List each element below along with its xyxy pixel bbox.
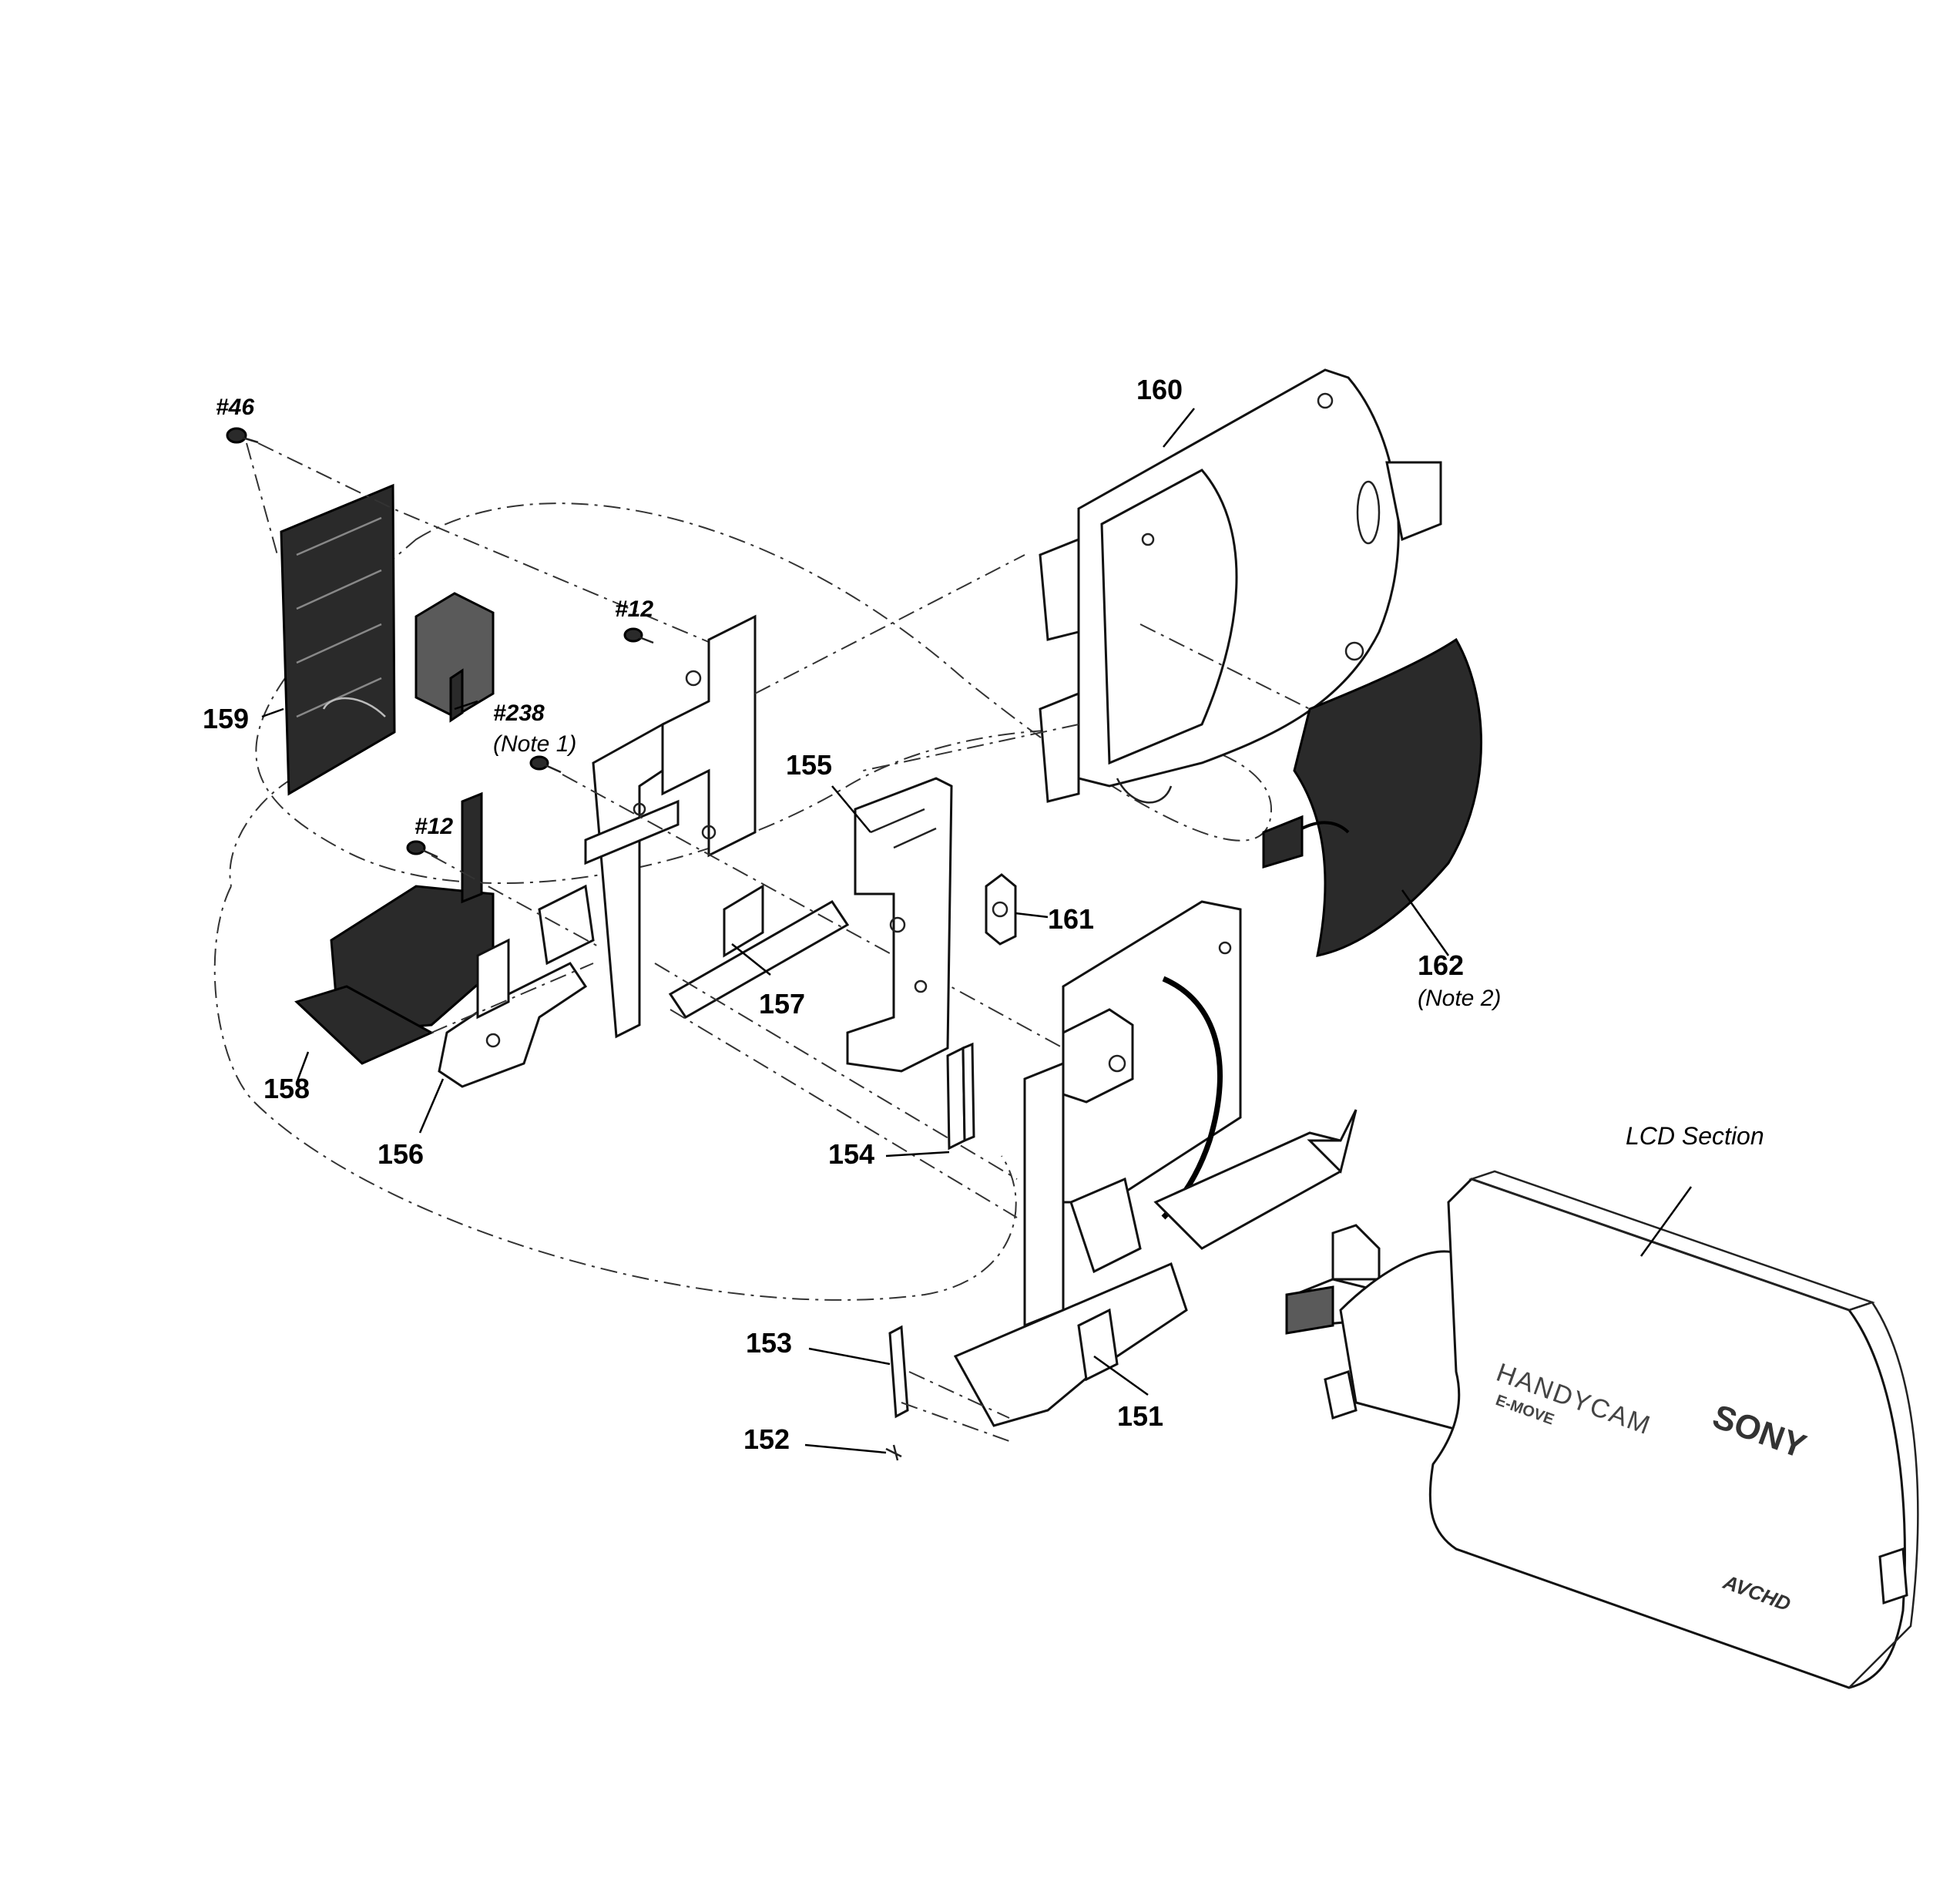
- leader-160: [1163, 408, 1195, 448]
- leader-151: [1093, 1355, 1149, 1396]
- screw-46-icon: [226, 427, 259, 444]
- part-159-shield: [414, 592, 495, 723]
- group-boundary-loop: [213, 502, 1273, 1301]
- label-154: 154: [828, 1138, 874, 1170]
- lcd-section: SONY HANDYCAM E-MOVE AVCHD: [1285, 1170, 1919, 1689]
- part-161-clip: [985, 873, 1017, 946]
- note-1: (Note 1): [493, 731, 576, 757]
- leader-158: [295, 1051, 310, 1084]
- leader-162: [1401, 889, 1450, 956]
- part-153-bracket: [888, 1325, 909, 1419]
- part-152-screw-icon: [885, 1444, 902, 1461]
- leader-153: [808, 1347, 891, 1366]
- part-160-plate: [1039, 368, 1442, 804]
- label-screw-12b: #12: [414, 814, 453, 839]
- part-154-bracket: [946, 1042, 975, 1151]
- leader-lcd-section: [1639, 1186, 1693, 1257]
- screw-12a-icon: [623, 627, 654, 644]
- small-parts-leaders: [901, 1371, 1010, 1442]
- screw-238-icon: [529, 755, 562, 774]
- screw-12b-icon: [406, 840, 438, 858]
- label-160: 160: [1136, 374, 1183, 405]
- part-162-flex-sheet: [1262, 637, 1482, 957]
- label-152: 152: [743, 1423, 790, 1455]
- label-151: 151: [1117, 1400, 1163, 1432]
- leader-156: [418, 1078, 445, 1134]
- part-158-module: [294, 791, 495, 1065]
- label-157: 157: [759, 988, 805, 1020]
- part-151-hinge-frame: [953, 900, 1358, 1427]
- note-2: (Note 2): [1418, 986, 1501, 1011]
- part-155-plate: [846, 777, 953, 1073]
- leader-161: [1015, 912, 1049, 919]
- part-157-frame: [584, 614, 850, 1039]
- leader-155: [831, 785, 871, 833]
- label-screw-46: #46: [216, 395, 254, 420]
- leader-238: [454, 700, 478, 711]
- label-screw-238: #238: [493, 701, 545, 726]
- leader-154: [885, 1151, 950, 1157]
- label-153: 153: [746, 1327, 792, 1359]
- part-159-board: [280, 483, 396, 796]
- leader-152: [804, 1443, 887, 1454]
- label-155: 155: [786, 749, 832, 781]
- group-boundary-loop-2: [229, 778, 294, 887]
- screw-46-leader: [246, 442, 740, 656]
- leader-157: [731, 943, 771, 976]
- label-158: 158: [263, 1073, 310, 1104]
- label-lcd-section: LCD Section: [1626, 1122, 1764, 1150]
- label-screw-12a: #12: [615, 596, 653, 622]
- label-162: 162: [1418, 949, 1464, 981]
- label-159: 159: [203, 703, 249, 734]
- label-161: 161: [1048, 903, 1094, 935]
- leader-159: [261, 707, 284, 718]
- part-156-bracket: [438, 884, 595, 1088]
- label-156: 156: [378, 1138, 424, 1170]
- frame-leaders: [431, 554, 1064, 1218]
